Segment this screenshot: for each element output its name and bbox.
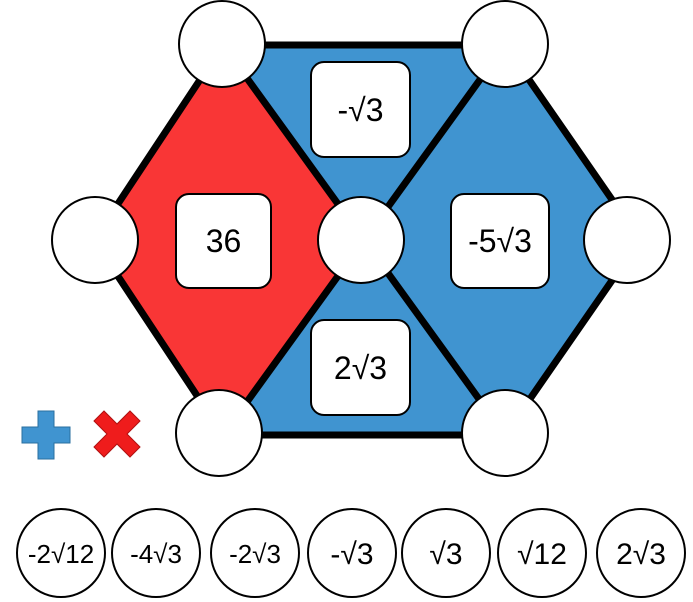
svg-text:-4√3: -4√3 xyxy=(130,539,182,569)
tile-tray: -2√12 -4√3 -2√3 -√3 √3 √12 2√3 xyxy=(16,508,686,598)
slot-right[interactable] xyxy=(583,196,671,284)
tile[interactable]: √12 xyxy=(497,508,587,598)
clue-box-bottom: 2√3 xyxy=(310,319,411,416)
clue-top-value: -√3 xyxy=(337,92,383,128)
clue-box-right: -5√3 xyxy=(450,193,550,289)
svg-text:√12: √12 xyxy=(517,538,567,571)
clue-bottom-value: 2√3 xyxy=(334,350,387,386)
svg-text:-√3: -√3 xyxy=(330,538,373,571)
slot-top-left[interactable] xyxy=(178,0,266,88)
tile[interactable]: 2√3 xyxy=(596,508,686,598)
tile[interactable]: -2√12 xyxy=(16,508,106,598)
slot-bottom-left[interactable] xyxy=(175,389,263,477)
clue-left-value: 36 xyxy=(206,223,242,259)
slot-top-right[interactable] xyxy=(461,0,549,88)
slot-bottom-right[interactable] xyxy=(461,389,549,477)
svg-text:-2√3: -2√3 xyxy=(229,539,281,569)
svg-text:2√3: 2√3 xyxy=(616,538,666,571)
slot-center[interactable] xyxy=(317,196,405,284)
svg-text:-2√12: -2√12 xyxy=(28,539,94,569)
slot-left[interactable] xyxy=(51,196,139,284)
clue-right-value: -5√3 xyxy=(468,223,532,259)
tile[interactable]: -4√3 xyxy=(111,508,201,598)
tile[interactable]: √3 xyxy=(401,508,491,598)
plus-icon xyxy=(21,410,71,460)
times-icon xyxy=(93,410,141,458)
svg-text:√3: √3 xyxy=(429,538,462,571)
tile[interactable]: -2√3 xyxy=(210,508,300,598)
clue-box-top: -√3 xyxy=(310,61,411,158)
clue-box-left: 36 xyxy=(175,193,272,289)
tile[interactable]: -√3 xyxy=(307,508,397,598)
